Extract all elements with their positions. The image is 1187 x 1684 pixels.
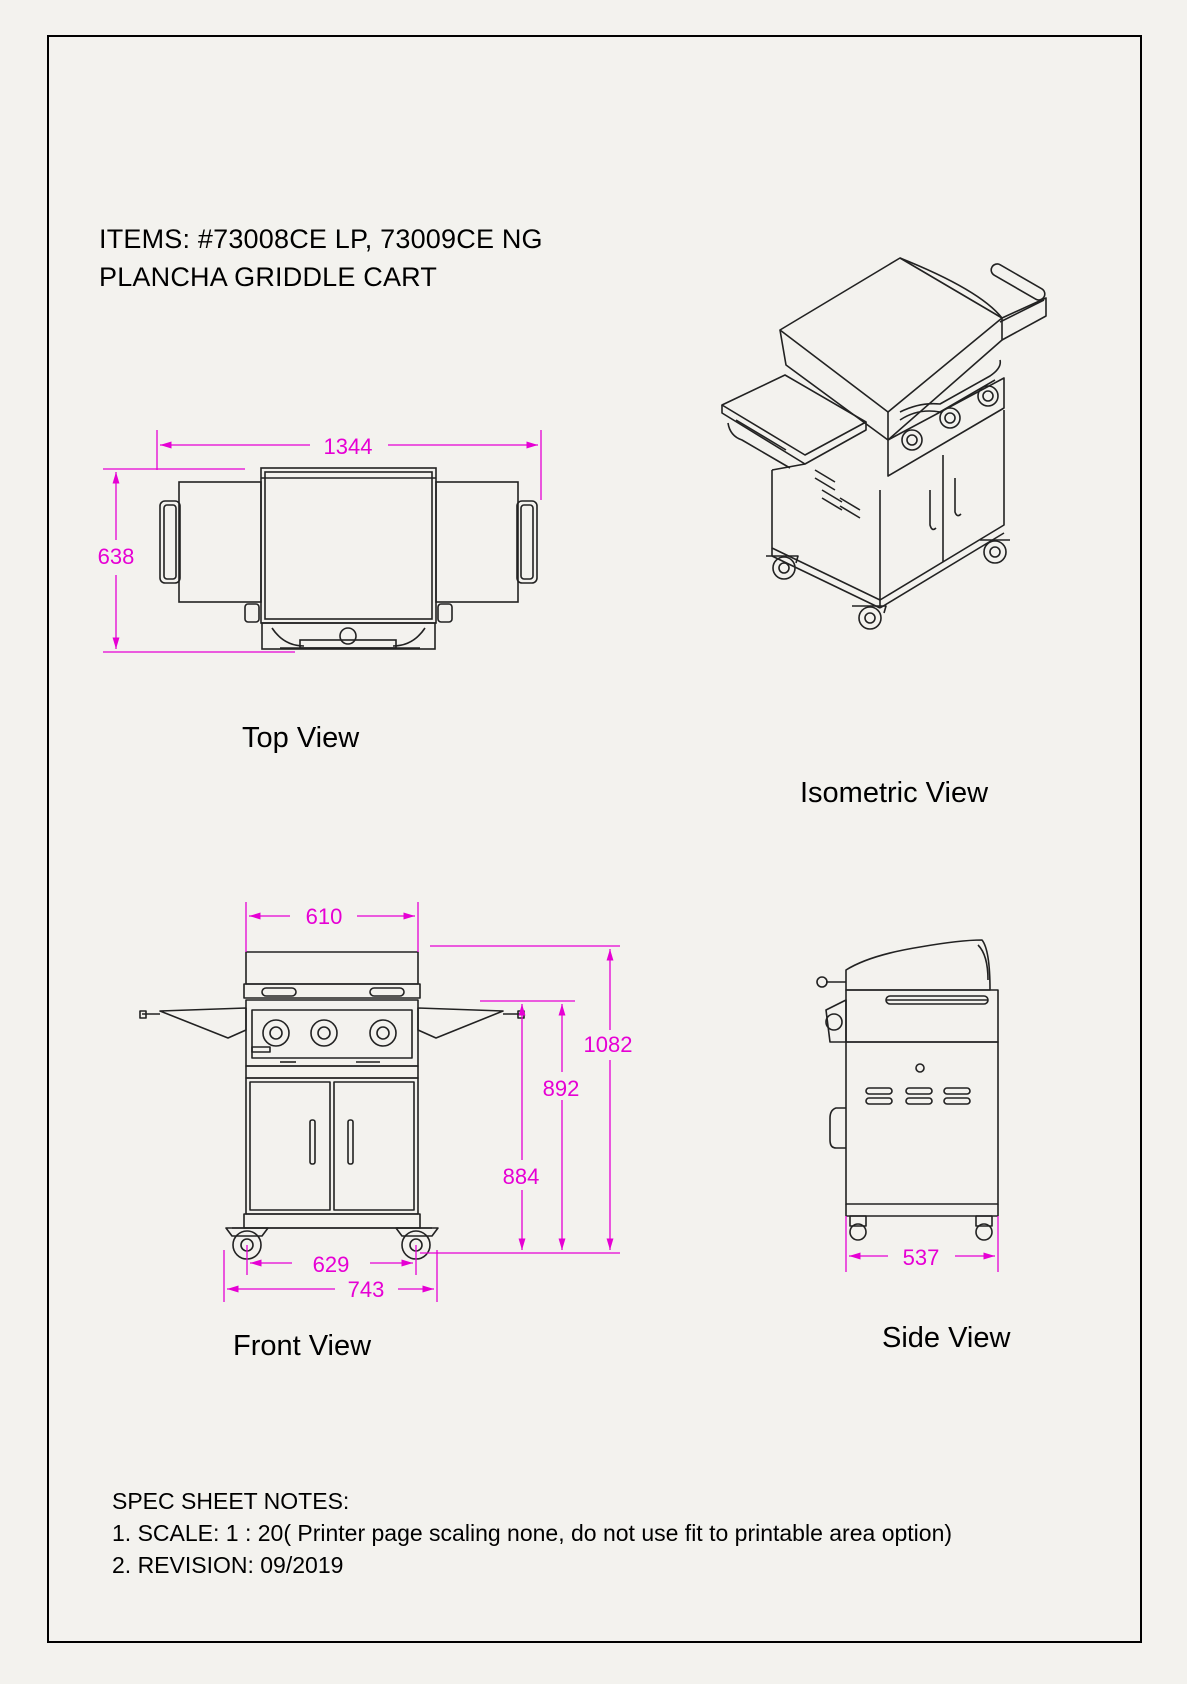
isometric-view-label: Isometric View	[800, 777, 989, 809]
items-title: ITEMS: #73008CE LP, 73009CE NG	[99, 224, 543, 254]
dim-top-width: 1344	[324, 434, 373, 459]
product-title: PLANCHA GRIDDLE CART	[99, 262, 438, 292]
isometric-view-drawing	[721, 257, 1047, 630]
note-scale: 1. SCALE: 1 : 20( Printer page scaling n…	[112, 1520, 953, 1546]
dim-side-depth: 537	[903, 1245, 940, 1270]
top-view-dimensions	[103, 430, 542, 653]
dim-front-height-lid: 884	[503, 1164, 540, 1189]
dim-front-height-total: 1082	[584, 1032, 633, 1057]
drawing-frame	[47, 35, 1142, 1643]
front-view-label: Front View	[233, 1330, 372, 1362]
dim-front-wheelbase: 629	[313, 1252, 350, 1277]
front-view-dimensions	[223, 902, 620, 1302]
side-view-dimensions	[845, 1216, 999, 1272]
top-view-drawing	[159, 467, 538, 650]
note-revision: 2. REVISION: 09/2019	[112, 1552, 344, 1578]
side-view-label: Side View	[882, 1322, 1011, 1354]
top-view-label: Top View	[242, 722, 360, 754]
side-view-drawing	[816, 939, 999, 1241]
dim-front-height-shelf: 892	[543, 1076, 580, 1101]
dim-top-depth: 638	[98, 544, 135, 569]
front-view-drawing	[139, 951, 525, 1260]
dim-front-width-top: 610	[306, 904, 343, 929]
dim-front-width-base: 743	[348, 1277, 385, 1302]
notes-title: SPEC SHEET NOTES:	[112, 1488, 350, 1514]
